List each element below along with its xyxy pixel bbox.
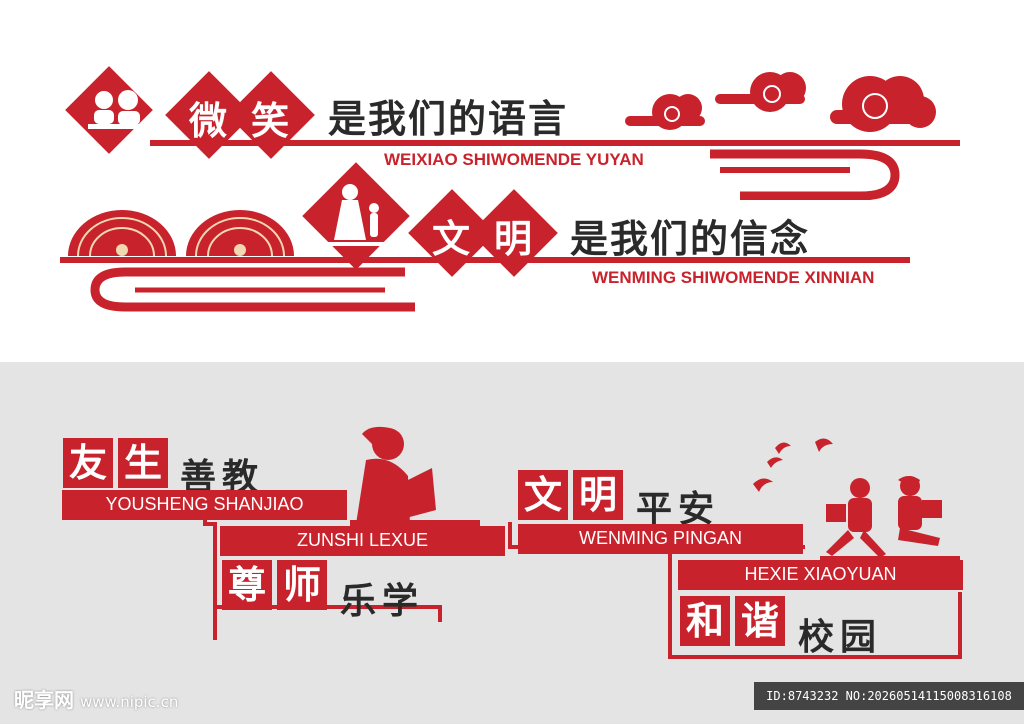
watermark-logo-text: 昵享网	[14, 688, 74, 712]
pinyin-bar-text: YOUSHENG SHANJIAO	[105, 494, 304, 514]
children-silhouette-icon	[88, 90, 148, 129]
watermark-site: www.nipic.cn	[80, 693, 179, 711]
pinyin-bar-text: ZUNSHI LEXUE	[296, 530, 429, 550]
pinyin-bar	[518, 524, 803, 554]
red-char-box: 尊	[222, 560, 272, 610]
reading-children-silhouette-icon	[820, 476, 960, 561]
pinyin-2: WENMING SHIWOMENDE XINNIAN	[592, 268, 875, 287]
mother-child-silhouette-icon	[328, 184, 386, 246]
pinyin-bar	[220, 526, 505, 556]
dark-text: 校园	[798, 617, 883, 658]
pinyin-1: WEIXIAO SHIWOMENDE YUYAN	[384, 150, 644, 169]
headline-1: 是我们的语言	[328, 97, 569, 141]
red-char-box: 友	[63, 438, 113, 488]
red-char-box: 明	[573, 470, 623, 520]
red-char-box: 谐	[735, 596, 785, 646]
cloud-decoration	[625, 72, 936, 132]
top-panel: 微 笑 是我们的语言 WEIXIAO SHIWOMENDE YUYAN 文 明 …	[60, 66, 960, 312]
red-char-box: 生	[118, 438, 168, 488]
pinyin-bar	[62, 490, 347, 520]
red-char-box: 文	[518, 470, 568, 520]
fan-ornaments	[68, 210, 294, 257]
headline-2: 是我们的信念	[570, 217, 811, 261]
pinyin-bar-text: HEXIE XIAOYUAN	[744, 564, 897, 584]
dark-text: 乐学	[340, 581, 425, 622]
birds-icon	[753, 438, 833, 492]
diamond-char: 微	[188, 99, 227, 143]
diamond-char: 明	[493, 217, 532, 261]
ribbon-swirl-left	[90, 267, 415, 312]
pinyin-bar	[678, 560, 963, 590]
red-char-box: 和	[680, 596, 730, 646]
diamond-char: 文	[431, 217, 470, 261]
top-divider-line-1	[150, 140, 960, 146]
diamond-char: 笑	[250, 99, 289, 143]
ribbon-swirl-right	[710, 149, 900, 200]
top-divider-line-2	[60, 257, 910, 263]
dark-text: 平安	[636, 489, 721, 530]
image-id-label: ID:8743232 NO:20260514115008316108	[754, 682, 1024, 710]
pinyin-bar-text: WENMING PINGAN	[578, 528, 742, 548]
bottom-panel: 友 生 善教 YOUSHENG SHANJIAO ZUNSHI LEXUE 尊 …	[0, 362, 1024, 724]
watermark-logo: 昵享网 www.nipic.cn	[14, 684, 178, 713]
red-char-box: 师	[277, 560, 327, 610]
reading-woman-silhouette-icon	[350, 426, 480, 526]
